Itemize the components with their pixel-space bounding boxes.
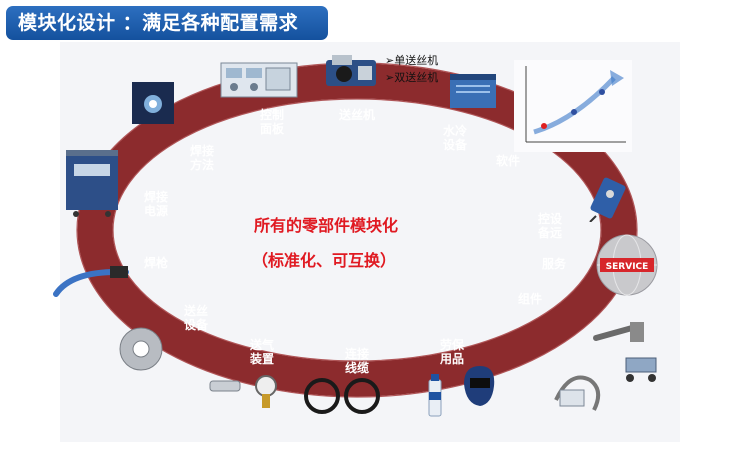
- segment-control-panel: 控制面板: [259, 108, 284, 136]
- spray-can-icon: [428, 374, 442, 417]
- segment-water-cooling: 水冷设备: [442, 124, 467, 152]
- welding-helmet-icon: [464, 366, 495, 406]
- page-title: 模块化设计 ：满足各种配置需求: [6, 6, 328, 40]
- arrow-icon: ➢: [385, 54, 395, 67]
- trolley-icon: [625, 357, 657, 382]
- service-text: SERVICE: [606, 262, 649, 272]
- welding-gun-icon: [53, 266, 129, 297]
- torch-neck-icon: [593, 322, 644, 342]
- segment-wire-feed-unit: 送丝设备: [183, 304, 208, 332]
- segment-cables: 连接线缆: [344, 347, 369, 375]
- wire-feeder-icon: [326, 55, 376, 86]
- single-wire-feeder-label: ➢单送丝机: [385, 54, 439, 67]
- clamp-icon: [209, 380, 241, 392]
- center-line-2: （标准化、可互换）: [252, 251, 397, 270]
- service-globe-icon: SERVICE: [596, 234, 658, 296]
- power-source-icon: [66, 150, 118, 217]
- wire-spool-icon: [119, 327, 163, 371]
- diagram-panel: 控制面板 送丝机 水冷设备 软件 控设备远 服务 组件 劳保用品 连接线缆 送气…: [53, 42, 680, 442]
- segment-torch: 焊枪: [143, 256, 168, 270]
- center-line-1: 所有的零部件模块化: [254, 216, 399, 235]
- water-cooler-icon: [450, 74, 496, 108]
- cable-coil-icon: [304, 378, 380, 414]
- hose-icon: [554, 375, 601, 411]
- software-chart-icon: [514, 60, 632, 152]
- control-panel-icon: [220, 62, 298, 98]
- double-wire-feeder-label: ➢双送丝机: [385, 71, 439, 84]
- remote-control-icon: [589, 177, 626, 222]
- segment-protective-gear: 劳保用品: [439, 338, 464, 366]
- segment-welding-method: 焊接方法: [189, 144, 214, 172]
- weld-arc-icon: [132, 82, 174, 124]
- segment-components: 组件: [517, 292, 542, 306]
- segment-gas-supply: 送气装置: [249, 338, 274, 366]
- segment-software: 软件: [495, 154, 520, 168]
- segment-service: 服务: [541, 257, 566, 271]
- segment-remote-control: 控设备远: [537, 212, 562, 240]
- arrow-icon: ➢: [385, 71, 395, 84]
- segment-power-source: 焊接电源: [143, 190, 168, 218]
- segment-wire-feeder: 送丝机: [338, 108, 375, 122]
- ring-inner-edge: [112, 98, 602, 362]
- gas-regulator-icon: [255, 375, 277, 408]
